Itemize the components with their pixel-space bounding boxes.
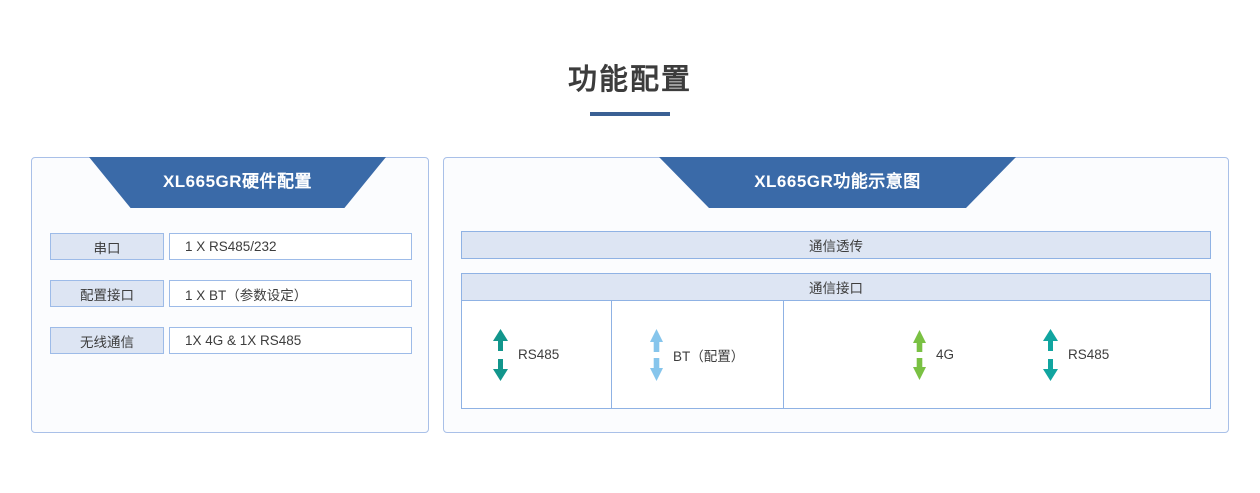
double-arrow-vertical-icon [649,328,664,381]
interface-cells: RS485 BT（配置） [461,301,1211,409]
interface-entry: RS485 [492,328,560,381]
function-diagram-panel: XL665GR功能示意图 通信透传 通信接口 RS485 [443,157,1229,433]
interface-cell-bt: BT（配置） [612,301,784,408]
interface-label-bt: BT（配置） [673,348,745,364]
interface-entry: BT（配置） [649,328,745,381]
interface-cell-rs485: RS485 [462,301,612,408]
spec-row: 配置接口 1 X BT（参数设定） [50,280,412,307]
function-diagram-banner-title: XL665GR功能示意图 [754,172,921,191]
page-title: 功能配置 [567,64,692,96]
double-arrow-vertical-icon [492,328,509,381]
interface-label-rs485-2: RS485 [1068,347,1110,362]
hardware-config-panel: XL665GR硬件配置 串口 1 X RS485/232 配置接口 1 X BT… [31,157,429,433]
bar-transparent-transmission: 通信透传 [461,231,1211,259]
double-arrow-vertical-icon [1042,328,1059,381]
title-underline [590,112,670,116]
interface-label-4g: 4G [936,347,955,362]
spec-value-wireless: 1X 4G & 1X RS485 [169,327,412,354]
spec-label-wireless: 无线通信 [50,327,164,354]
bar-spacer [461,259,1211,273]
interface-cell-wireless: 4G RS485 [784,301,1210,408]
page-header: 功能配置 [0,62,1260,116]
double-arrow-vertical-icon [912,329,927,380]
function-diagram-banner: XL665GR功能示意图 [659,157,1016,208]
hardware-config-banner: XL665GR硬件配置 [89,157,386,208]
interface-label-rs485: RS485 [518,347,560,362]
spec-row: 无线通信 1X 4G & 1X RS485 [50,327,412,354]
interface-entry: RS485 [1042,328,1110,381]
hardware-config-banner-title: XL665GR硬件配置 [162,172,313,191]
spec-row: 串口 1 X RS485/232 [50,233,412,260]
interface-entry: 4G [912,329,955,380]
spec-label-config-port: 配置接口 [50,280,164,307]
spec-value-serial: 1 X RS485/232 [169,233,412,260]
spec-value-config-port: 1 X BT（参数设定） [169,280,412,307]
spec-label-serial: 串口 [50,233,164,260]
bar-communication-interface: 通信接口 [461,273,1211,301]
hardware-spec-list: 串口 1 X RS485/232 配置接口 1 X BT（参数设定） 无线通信 … [50,233,412,374]
function-diagram-body: 通信透传 通信接口 RS485 [461,231,1211,409]
